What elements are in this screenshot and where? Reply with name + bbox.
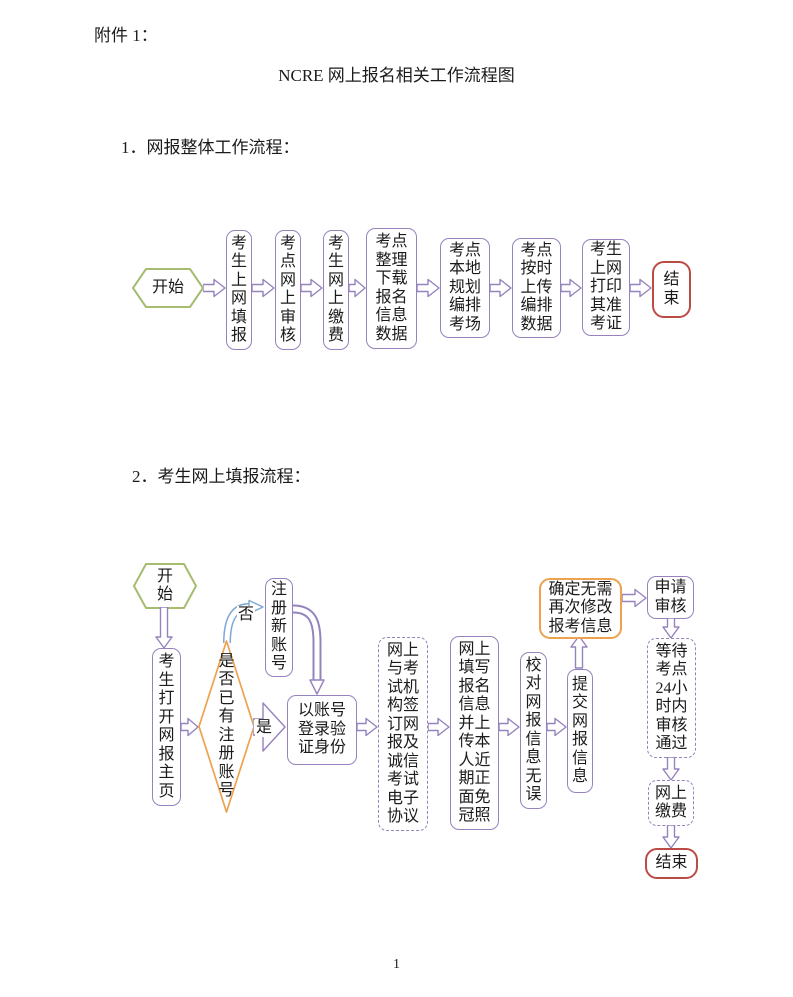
flow1-step5-label: 考点本地规划编排考场 xyxy=(448,241,481,333)
flow1-step1-label: 考生上网填报 xyxy=(230,234,247,345)
flow1-step7-label: 考生上网打印其准考证 xyxy=(589,241,622,333)
arrow-proofread-to-submit xyxy=(547,717,567,737)
arrow-apply-to-wait xyxy=(662,618,680,639)
arrow-confirm-to-apply xyxy=(622,588,647,608)
arrow-step1-to-step2 xyxy=(252,278,275,298)
flow2-yes-label: 是 xyxy=(255,719,274,737)
flow1-step6-label: 考点按时上传编排数据 xyxy=(520,241,553,333)
flow2-agreement-node: 网上与考试机构签订网报及诚信考试电子协议 xyxy=(378,637,428,831)
arrow-step3-to-step4 xyxy=(349,278,366,298)
page-number: 1 xyxy=(393,957,400,972)
arrow-wait-to-pay xyxy=(662,757,680,781)
flow2-proofread-node: 校对网报信息无误 xyxy=(520,652,547,809)
flow2-decision-node: 是否已有注册账号 xyxy=(198,640,255,813)
flow2-register-label: 注册新账号 xyxy=(270,581,287,673)
arrow-fill-to-proofread xyxy=(499,717,520,737)
flow2-register-node: 注册新账号 xyxy=(265,578,293,677)
arrow-homepage-to-decision xyxy=(181,717,199,737)
flow1-step7: 考生上网打印其准考证 xyxy=(582,239,630,336)
flow2-apply-node: 申请审核 xyxy=(647,576,694,619)
flow2-decision-label: 是否已有注册账号 xyxy=(218,652,235,800)
flow2-no-label: 否 xyxy=(237,606,256,624)
hexagon-shape xyxy=(132,268,204,308)
flow1-step2-label: 考点网上审核 xyxy=(279,234,296,345)
flow2-wait-label: 等待考点24小时内审核通过 xyxy=(655,642,688,753)
flow1-step4: 考点整理下载报名信息数据 xyxy=(366,228,417,349)
arrow-submit-to-confirm xyxy=(570,635,588,669)
flow2-pay-node: 网上缴费 xyxy=(648,780,694,826)
flow2-agreement-label: 网上与考试机构签订网报及诚信考试电子协议 xyxy=(386,641,419,826)
doc-title: NCRE 网上报名相关工作流程图 xyxy=(278,66,515,85)
flow2-start-label: 开始 xyxy=(156,567,173,604)
arrow-start-to-homepage xyxy=(155,607,173,649)
arrow-step5-to-step6 xyxy=(490,278,512,298)
flow2-fill-label: 网上填写报名信息并上传本人近期正面免冠照 xyxy=(458,640,491,825)
flow2-fill-node: 网上填写报名信息并上传本人近期正面免冠照 xyxy=(450,636,499,830)
arrow-step6-to-step7 xyxy=(561,278,582,298)
arrow-agreement-to-fill xyxy=(428,717,450,737)
flow2-submit-label: 提交网报信息 xyxy=(571,675,588,786)
flow1-end-node: 结束 xyxy=(652,261,691,318)
flow2-homepage-node: 考生打开网报主页 xyxy=(152,648,181,806)
flow2-login-node: 以账号登录验证身份 xyxy=(287,695,357,765)
arrow-register-to-login-curve xyxy=(292,604,325,695)
flow1-step5: 考点本地规划编排考场 xyxy=(440,238,490,338)
flow2-apply-label: 申请审核 xyxy=(654,579,687,615)
flow2-end-node: 结束 xyxy=(645,848,698,879)
flow2-start-node: 开始 xyxy=(133,563,197,609)
flow2-end-label: 结束 xyxy=(655,854,688,872)
flow2-login-label: 以账号登录验证身份 xyxy=(297,702,346,757)
flow1-start-label: 开始 xyxy=(151,278,184,296)
flow1-step3-label: 考生网上缴费 xyxy=(327,234,344,345)
arrow-start-to-step1 xyxy=(203,278,226,298)
section1-heading: 1．网报整体工作流程： xyxy=(121,138,300,157)
flow1-step1: 考生上网填报 xyxy=(226,230,252,350)
flow1-step4-label: 考点整理下载报名信息数据 xyxy=(375,233,408,343)
hexagon-shape xyxy=(133,563,197,609)
flow1-start-node: 开始 xyxy=(132,268,204,308)
flow1-end-label: 结束 xyxy=(663,271,680,307)
flow2-submit-node: 提交网报信息 xyxy=(567,669,593,793)
arrow-step7-to-end xyxy=(630,278,652,298)
arrow-login-to-agreement xyxy=(357,717,378,737)
flow1-step2: 考点网上审核 xyxy=(275,230,301,350)
flow1-step6: 考点按时上传编排数据 xyxy=(512,238,561,338)
arrow-pay-to-end xyxy=(662,825,680,849)
flow2-homepage-label: 考生打开网报主页 xyxy=(158,653,175,800)
arrow-step2-to-step3 xyxy=(301,278,323,298)
flow2-pay-label: 网上缴费 xyxy=(654,784,687,821)
flow2-confirm-node: 确定无需再次修改报考信息 xyxy=(539,578,622,639)
arrow-step4-to-step5 xyxy=(417,278,440,298)
flow2-proofread-label: 校对网报信息无误 xyxy=(525,656,542,804)
flow2-confirm-label: 确定无需再次修改报考信息 xyxy=(548,580,613,635)
attachment-label: 附件 1： xyxy=(94,26,158,45)
flow2-wait-node: 等待考点24小时内审核通过 xyxy=(647,638,696,758)
diamond-shape xyxy=(198,640,255,813)
flow1-step3: 考生网上缴费 xyxy=(323,230,349,350)
section2-heading: 2．考生网上填报流程： xyxy=(132,467,311,486)
